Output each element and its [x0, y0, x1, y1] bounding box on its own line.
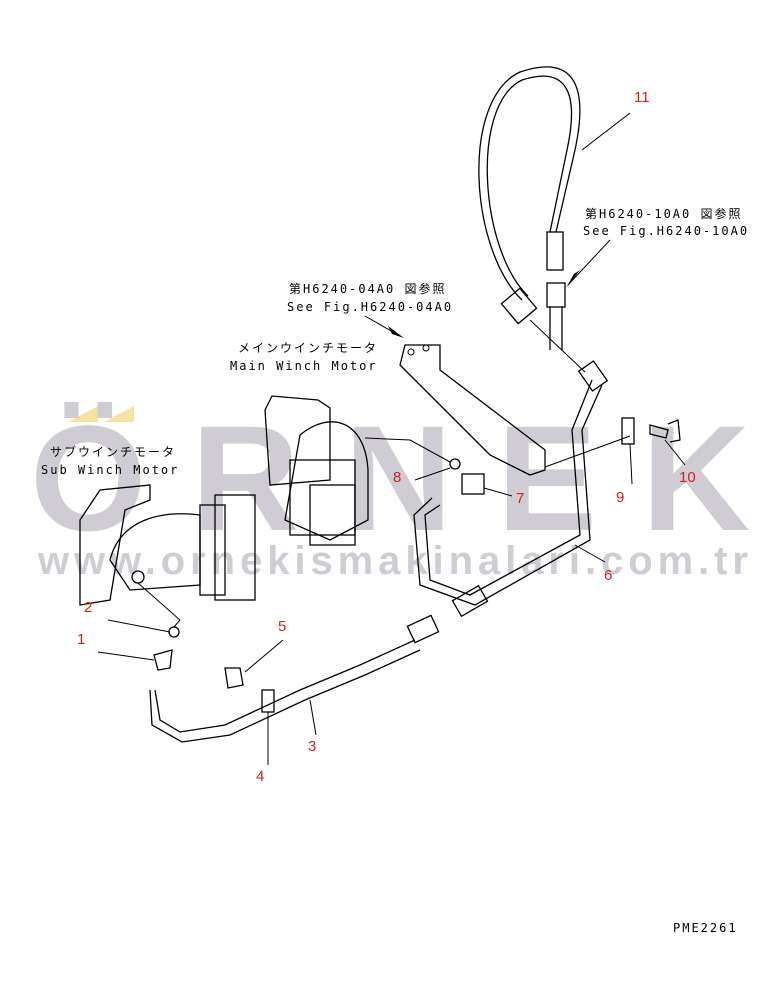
- reference-note: See Fig.H6240-10A0: [583, 224, 749, 238]
- callout-3: 3: [308, 738, 316, 755]
- reference-note: See Fig.H6240-04A0: [287, 300, 453, 314]
- arrow-icon: [388, 326, 404, 338]
- watermark: ÖRNEK www.ornekismakinalari.com.tr: [30, 394, 750, 583]
- callout-9: 9: [616, 489, 624, 506]
- arrow-icon: [566, 270, 580, 288]
- clamp-9: [621, 417, 635, 445]
- callout-4: 4: [256, 768, 264, 785]
- figure-code: PME2261: [673, 921, 738, 935]
- reference-note: 第H6240-04A0 図参照: [289, 281, 446, 296]
- callout-2: 2: [84, 599, 92, 616]
- o-ring-8: [449, 458, 461, 470]
- elbow-7: [461, 473, 485, 495]
- tube-6: [424, 379, 593, 596]
- callout-6: 6: [604, 567, 612, 584]
- main-motor-label: メインウインチモータ: [238, 341, 378, 355]
- sub-motor-label: Sub Winch Motor: [41, 463, 179, 477]
- callout-10: 10: [679, 469, 696, 486]
- hose-3: [154, 639, 416, 733]
- callout-7: 7: [516, 490, 524, 507]
- o-ring-2: [168, 626, 180, 638]
- watermark-accent: [104, 406, 134, 422]
- sub-motor-label: サブウインチモータ: [50, 444, 176, 459]
- bolt-10: [649, 419, 681, 443]
- clamp-4: [261, 689, 275, 713]
- callout-5: 5: [278, 618, 286, 635]
- adapter-fitting: [546, 282, 566, 308]
- callout-1: 1: [77, 631, 85, 648]
- callout-8: 8: [393, 469, 401, 486]
- sub-winch-motor: [79, 484, 256, 606]
- hose-nut: [500, 287, 538, 325]
- main-winch-motor: [264, 395, 369, 546]
- callout-11: 11: [634, 89, 650, 106]
- watermark-brand: ÖRNEK: [30, 394, 750, 562]
- elbow-1: [153, 649, 173, 671]
- watermark-accent: [68, 406, 98, 422]
- hose-fitting: [546, 231, 564, 271]
- bolt-5: [224, 667, 244, 689]
- bracket: [399, 344, 546, 476]
- watermark-url: www.ornekismakinalari.com.tr: [37, 539, 748, 583]
- hose-11: [478, 66, 581, 301]
- main-motor-label: Main Winch Motor: [230, 359, 378, 373]
- reference-note: 第H6240-10A0 図参照: [585, 206, 742, 221]
